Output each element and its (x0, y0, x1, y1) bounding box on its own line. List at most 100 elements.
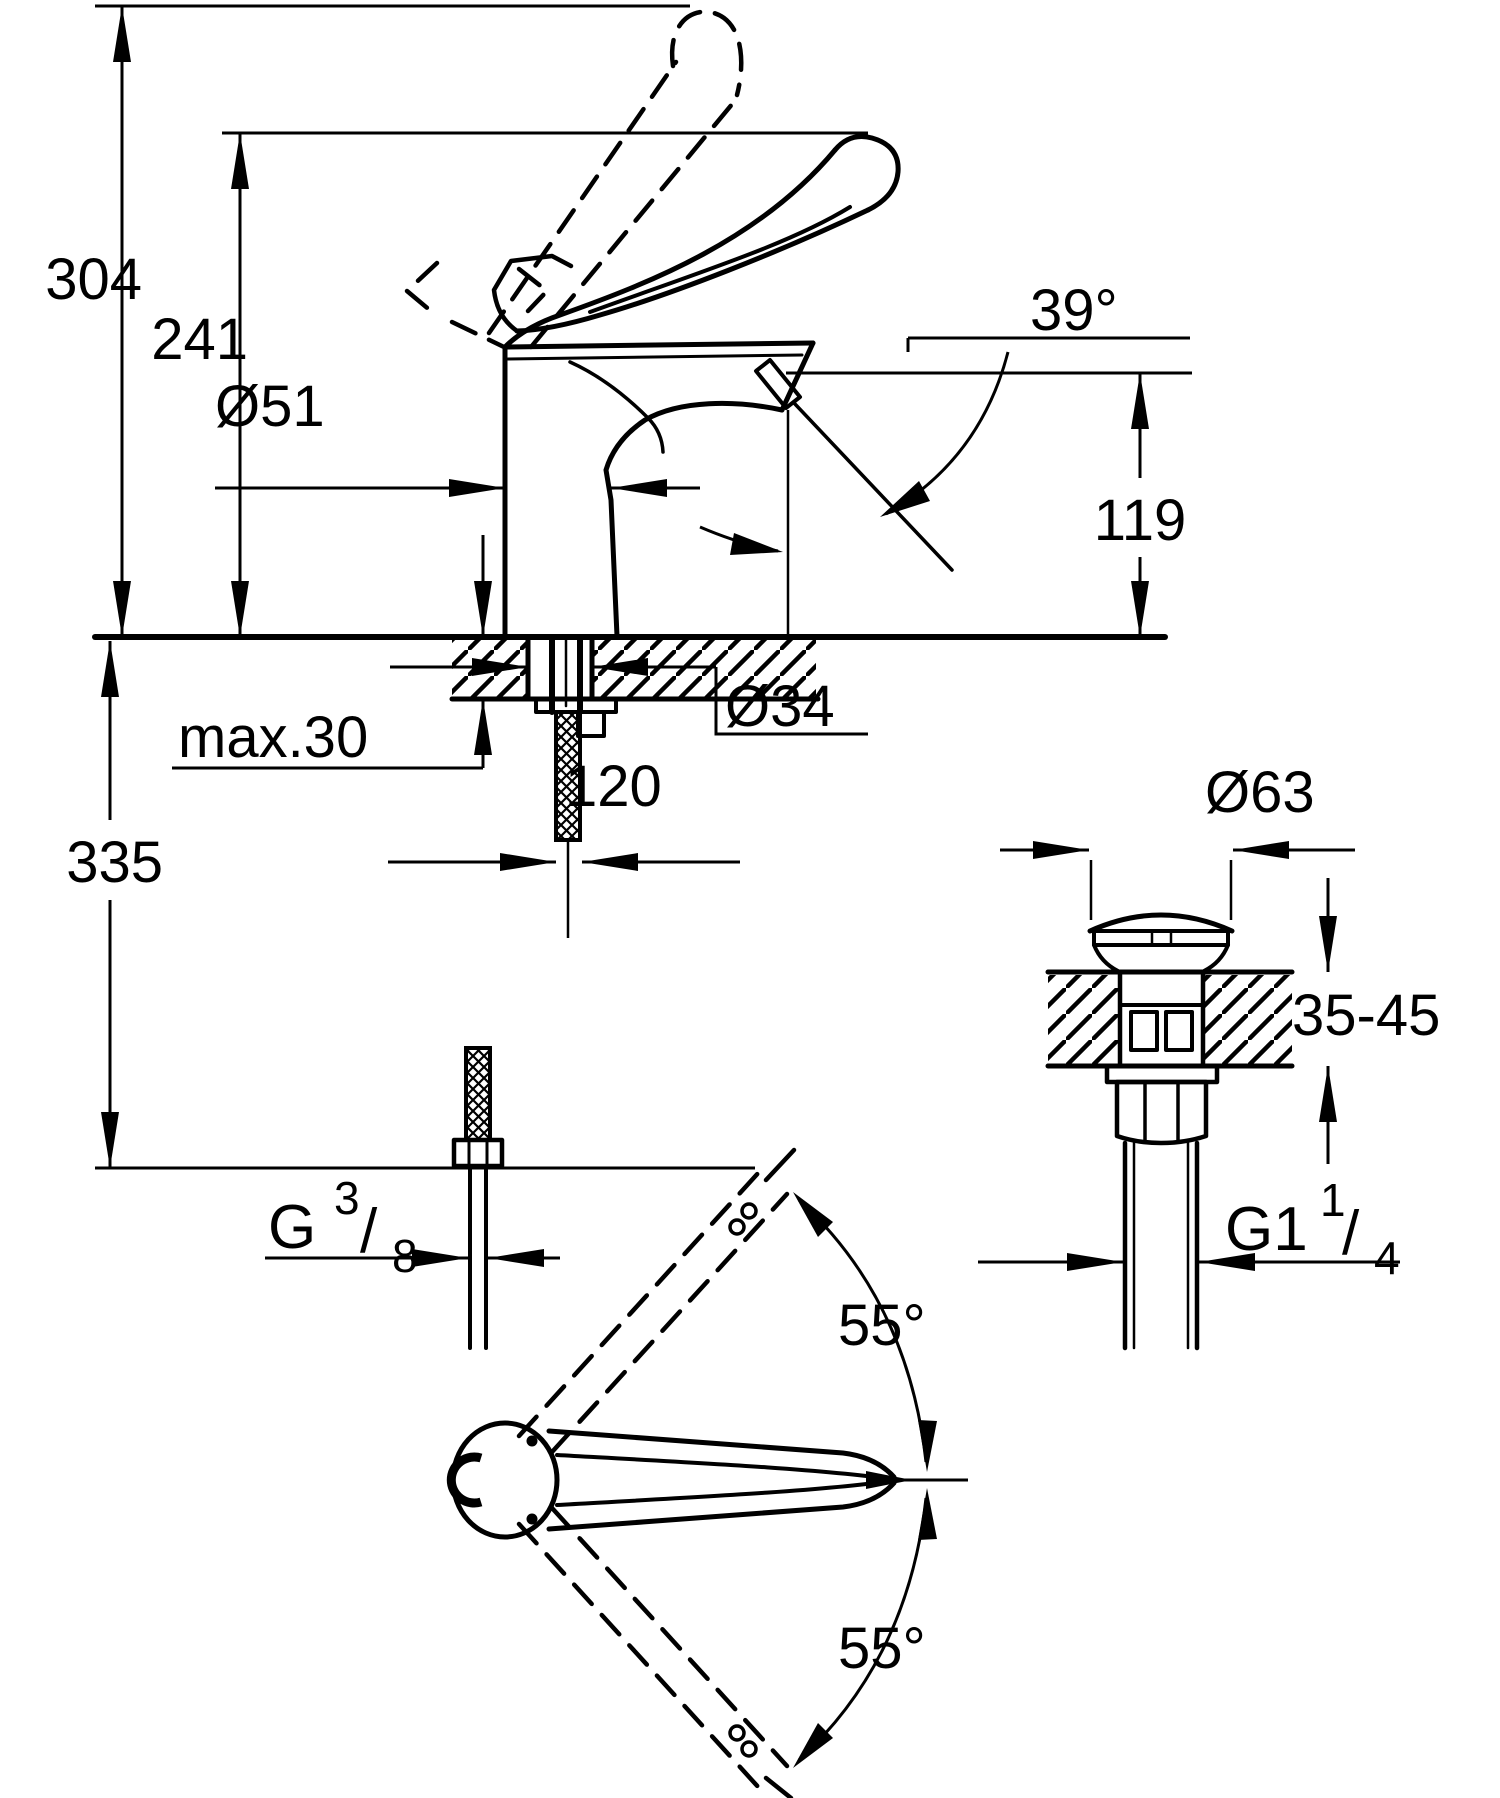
angle-arc-39-arrowhead (880, 481, 930, 517)
handle-top-view: 55° 55° (446, 1147, 968, 1798)
dim-120-label: 120 (565, 754, 662, 819)
lever-swing-down-dashed (516, 1505, 794, 1798)
raised-lever-edge-right (528, 94, 741, 350)
swing-down-link-b (740, 1740, 758, 1758)
lever-inner-line (588, 205, 852, 314)
swing-up-edge-b (549, 1191, 790, 1455)
spout-underside (603, 400, 785, 639)
deck-hatch-right (1205, 975, 1292, 1064)
dim-g38-label: G 3 / 8 (268, 1172, 418, 1282)
side-elevation-view (92, 9, 1168, 1350)
lever-pivot-boss (491, 253, 574, 334)
g114-denominator: 4 (1374, 1232, 1400, 1284)
dim-55-down-label: 55° (838, 1616, 926, 1681)
swing-down-edge-b (549, 1505, 790, 1769)
g38-numerator: 3 (334, 1172, 360, 1224)
spout-tip-face (779, 340, 816, 413)
waste-cap-base (1088, 929, 1234, 947)
swing-arc-upper-arrow-top (793, 1192, 833, 1237)
swing-down-link-a (728, 1724, 746, 1742)
waste-body (1104, 969, 1220, 1351)
lever-tv-inner-bottom (555, 1479, 892, 1507)
cartridge-detail-d (446, 1452, 483, 1508)
lever-swing-up-dashed (516, 1147, 797, 1455)
waste-tailpipe (1122, 1140, 1200, 1351)
waste-neck (1092, 943, 1230, 973)
spray-angle-graphics (699, 351, 1010, 636)
swing-up-tip-line (763, 1147, 797, 1183)
waste-deck-section (1045, 969, 1295, 1069)
dim-39-label: 39° (1030, 278, 1118, 343)
swing-up-edge-a (516, 1168, 763, 1439)
waste-cap (1087, 912, 1235, 973)
g114-prefix: G1 (1225, 1195, 1308, 1264)
waste-dimensions: Ø63 35-45 G1 1 / 4 (978, 760, 1440, 1284)
swing-arc-lower-arrow-bottom (793, 1723, 833, 1768)
spout-top-edge (502, 340, 816, 350)
dim-335-label: 335 (66, 830, 163, 895)
dim-55-up-label: 55° (838, 1293, 926, 1358)
waste-cap-stem-ticks (1150, 931, 1173, 947)
dim-119-label: 119 (1094, 488, 1186, 553)
dim-34-label: Ø34 (725, 674, 835, 739)
swing-up-link-a (728, 1218, 746, 1236)
lever-tv-outer-top (546, 1428, 897, 1480)
g114-numerator: 1 (1320, 1174, 1346, 1226)
raised-lever-dashed-outline (404, 9, 744, 350)
waste-hex-nut (1114, 1079, 1209, 1146)
dim-304-label: 304 (45, 247, 142, 312)
waste-body-walls (1117, 969, 1206, 1069)
swing-up-link-b (740, 1202, 758, 1220)
waste-cap-dome (1087, 912, 1235, 934)
pop-up-waste-view: Ø63 35-45 G1 1 / 4 (978, 760, 1440, 1351)
dim-63-label: Ø63 (1205, 760, 1315, 825)
spray-swing-arrowhead (730, 533, 783, 555)
g114-slash: / (1342, 1199, 1360, 1268)
dim-max30-label: max.30 (178, 705, 368, 770)
waste-nut-facets (1143, 1080, 1180, 1142)
cartridge-dot-lower (526, 1513, 538, 1525)
lever-tv-outer-bottom (546, 1480, 897, 1532)
swing-down-tip-line (763, 1775, 794, 1798)
lever-tv-inner-top (555, 1453, 892, 1481)
swing-angle-annotations: 55° 55° (793, 1192, 937, 1768)
swing-arc-lower-arrow-top (918, 1488, 937, 1540)
dim-g114-label: G1 1 / 4 (1225, 1174, 1400, 1284)
waste-window-right (1164, 1010, 1194, 1052)
lever-bottom-edge (514, 207, 871, 334)
g38-slash: / (360, 1197, 378, 1266)
raised-lever-pivot-dash-bottom (449, 319, 507, 350)
cartridge-cap-circle (450, 1420, 560, 1540)
dim-39-underline (906, 336, 1190, 352)
waste-tailpipe-inner (1132, 1141, 1190, 1350)
g38-denominator: 8 (392, 1230, 418, 1282)
main-view-dimensions: 304 241 335 Ø51 max.30 Ø34 120 39° 119 G… (45, 4, 1192, 1282)
raised-lever-pivot-dash-left (404, 260, 441, 320)
supply-hose (451, 710, 582, 1350)
raised-lever-tip-loop (669, 9, 744, 98)
lever-handle (491, 134, 901, 350)
cartridge-dot-upper (526, 1435, 538, 1447)
hose-braid-lower (464, 1046, 492, 1142)
lever-top-view-solid (546, 1428, 968, 1532)
supply-pipe (468, 1164, 488, 1350)
raised-lever-pivot-dash-right (516, 266, 550, 314)
angle-arc-39 (885, 351, 1010, 516)
hose-nut-facets (467, 1138, 489, 1168)
spray-axis-diagonal (793, 402, 954, 572)
g38-prefix: G (268, 1193, 316, 1262)
waste-window-left (1129, 1010, 1159, 1052)
lever-tip-round (832, 134, 901, 213)
swing-down-edge-a (516, 1521, 763, 1792)
faucet-body (502, 340, 816, 639)
raised-lever-edge-left (486, 59, 679, 336)
dim-51-label: Ø51 (215, 374, 325, 439)
swing-arc-upper-arrow-bottom (918, 1420, 937, 1472)
dim-241-label: 241 (151, 307, 248, 372)
dim-3545-label: 35-45 (1292, 983, 1440, 1048)
spout-root-curve (568, 360, 665, 454)
dim-34-leader (714, 667, 868, 736)
dim-63-extension-lines (1089, 860, 1233, 920)
